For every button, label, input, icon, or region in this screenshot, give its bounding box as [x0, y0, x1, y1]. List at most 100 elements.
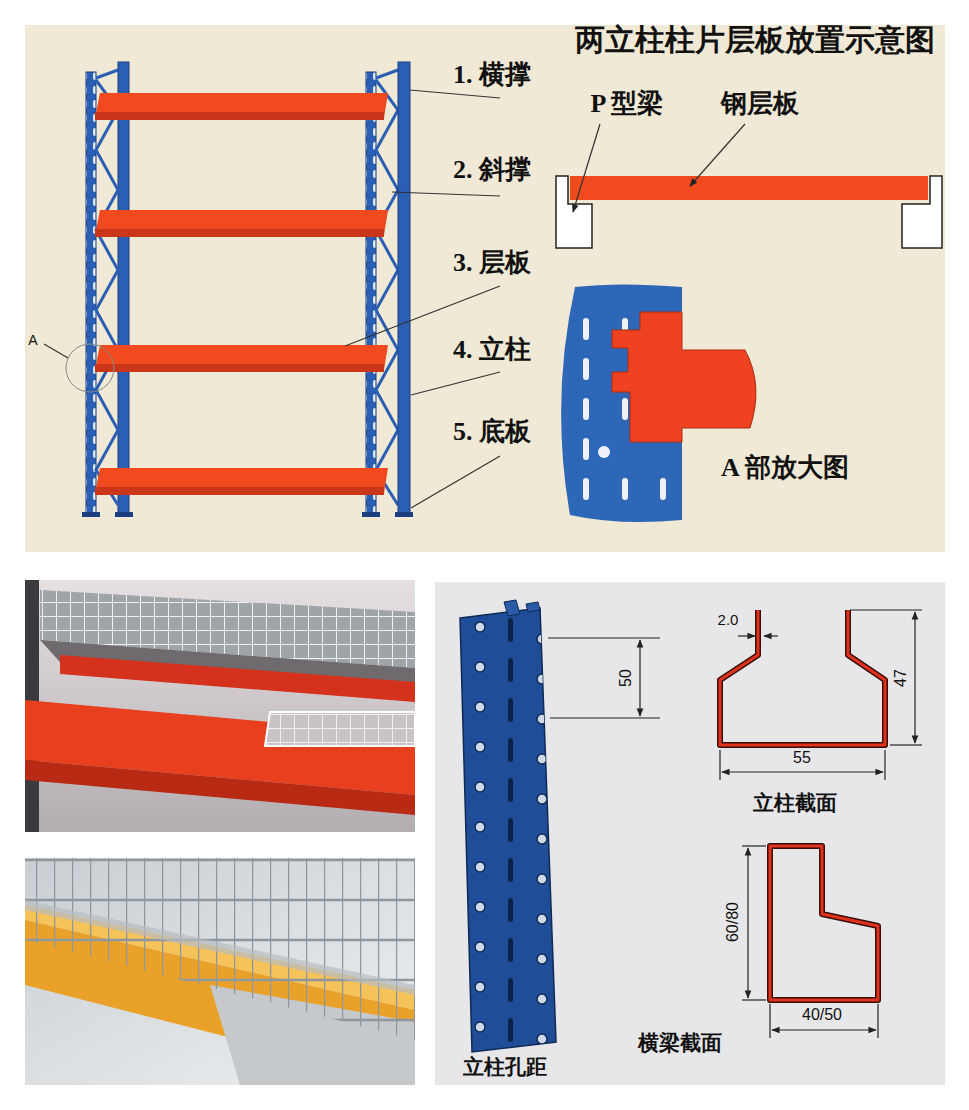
- leader-line: [573, 124, 600, 212]
- dimension-line: [548, 610, 922, 1038]
- rack-drawing: [82, 62, 413, 517]
- dimension-line: [639, 640, 640, 716]
- dimension-label: 60/80: [724, 902, 742, 942]
- photo-wire-deck-yellow-beam: [25, 858, 415, 1085]
- dimension-line: [722, 771, 883, 772]
- callout-label: 3. 层板: [453, 248, 531, 278]
- dimension-line: [742, 845, 766, 846]
- dimension-line: [764, 635, 778, 636]
- photo-wire-deck-yellow-beam: [25, 858, 415, 1085]
- dimension-line: [548, 637, 660, 638]
- shelf-panel: [95, 112, 384, 120]
- dimension-label: 47: [892, 669, 910, 687]
- upright-column: [460, 600, 556, 1052]
- figure-caption: 立柱孔距: [463, 1055, 547, 1079]
- dimension-line: [772, 1029, 876, 1030]
- dimension-line: [884, 750, 885, 780]
- detail-marker: A: [28, 332, 37, 348]
- p-beam: [902, 176, 942, 248]
- upright-cross-section: [720, 610, 885, 745]
- upright-cross-section: [720, 610, 885, 745]
- beam-shelf-section: [556, 124, 942, 248]
- photo-wire-deck-red-beam: [60, 655, 415, 702]
- upright-slot: [583, 478, 589, 500]
- dimension-label: 50: [617, 669, 635, 687]
- part-label: 钢层板: [721, 89, 799, 119]
- dimension-line: [738, 635, 755, 636]
- horizontal-brace: [376, 70, 398, 78]
- beam-connector: [612, 312, 756, 442]
- dimension-line: [877, 1004, 878, 1038]
- dimension-label: 40/50: [802, 1006, 842, 1024]
- upright-slot: [583, 398, 589, 420]
- detail-caption: A 部放大图: [721, 453, 849, 483]
- upright-slot: [622, 398, 628, 420]
- upright-slot: [583, 438, 589, 460]
- upright-post: [118, 62, 129, 514]
- panel-ground: [25, 25, 945, 552]
- upright-slot: [583, 318, 589, 340]
- base-plate: [362, 512, 380, 517]
- dimension-line: [890, 744, 922, 745]
- detail-circle: [66, 344, 114, 392]
- photo-wire-deck-yellow-beam: [25, 858, 415, 1040]
- photo-wire-deck-red-beam: [25, 580, 415, 832]
- dimension-line: [769, 1004, 770, 1038]
- callout-label: 5. 底板: [453, 417, 531, 447]
- steel-shelf: [570, 176, 928, 200]
- base-plate: [115, 512, 133, 517]
- dimension-label: 2.0: [718, 611, 739, 628]
- shelf-panel: [95, 487, 384, 495]
- drawing-ground: [435, 582, 945, 1085]
- leader-line: [392, 192, 500, 196]
- base-plate: [82, 512, 100, 517]
- diagonal-brace: [96, 80, 118, 505]
- dimension-line: [719, 750, 720, 780]
- shelf-panel: [95, 364, 384, 372]
- photo-wire-deck-yellow-beam: [25, 900, 415, 995]
- leader-line: [44, 90, 500, 508]
- diagram-title: 两立柱柱片层板放置示意图: [575, 23, 935, 58]
- upright-post: [366, 72, 376, 515]
- leader-line: [690, 124, 745, 186]
- upright-column: [460, 608, 556, 1052]
- leader-line: [44, 344, 68, 358]
- leader-line: [410, 90, 500, 98]
- upright-post: [398, 62, 410, 515]
- upright-column: [460, 608, 556, 1052]
- upright-column: [504, 600, 520, 616]
- dimension-line: [550, 717, 660, 718]
- base-plate: [395, 512, 413, 517]
- upright-slot: [583, 358, 589, 380]
- callout-label: 4. 立柱: [453, 335, 531, 365]
- callout-label: 1. 横撑: [453, 60, 531, 90]
- section-caption: 横梁截面: [638, 1031, 722, 1055]
- upright-post: [86, 72, 96, 515]
- part-label: P 型梁: [591, 89, 664, 119]
- upright-hole: [598, 446, 610, 458]
- leader-line: [411, 456, 500, 508]
- dimension-line: [747, 848, 748, 998]
- beam-cross-section: [770, 846, 878, 1000]
- dimension-line: [914, 612, 915, 743]
- dimension-line: [850, 609, 922, 610]
- shelf-panel: [95, 93, 388, 495]
- callout-label: 2. 斜撑: [453, 155, 531, 185]
- photo-wire-deck-red-beam: [25, 580, 415, 832]
- upright-cross-section: [720, 610, 885, 745]
- p-beam: [556, 176, 592, 248]
- shelf-panel: [95, 229, 384, 237]
- photo-wire-deck-red-beam: [265, 712, 415, 746]
- detail-enlargement: [561, 285, 756, 523]
- leader-line: [411, 372, 500, 395]
- dimension-line: [742, 999, 766, 1000]
- upright-slot: [622, 478, 628, 500]
- upright-column: [526, 602, 540, 612]
- section-caption: 立柱截面: [753, 791, 837, 815]
- horizontal-brace: [96, 70, 118, 78]
- dimension-label: 55: [793, 749, 811, 767]
- photo-wire-deck-red-beam: [25, 760, 415, 815]
- beam-cross-section: [770, 846, 878, 1000]
